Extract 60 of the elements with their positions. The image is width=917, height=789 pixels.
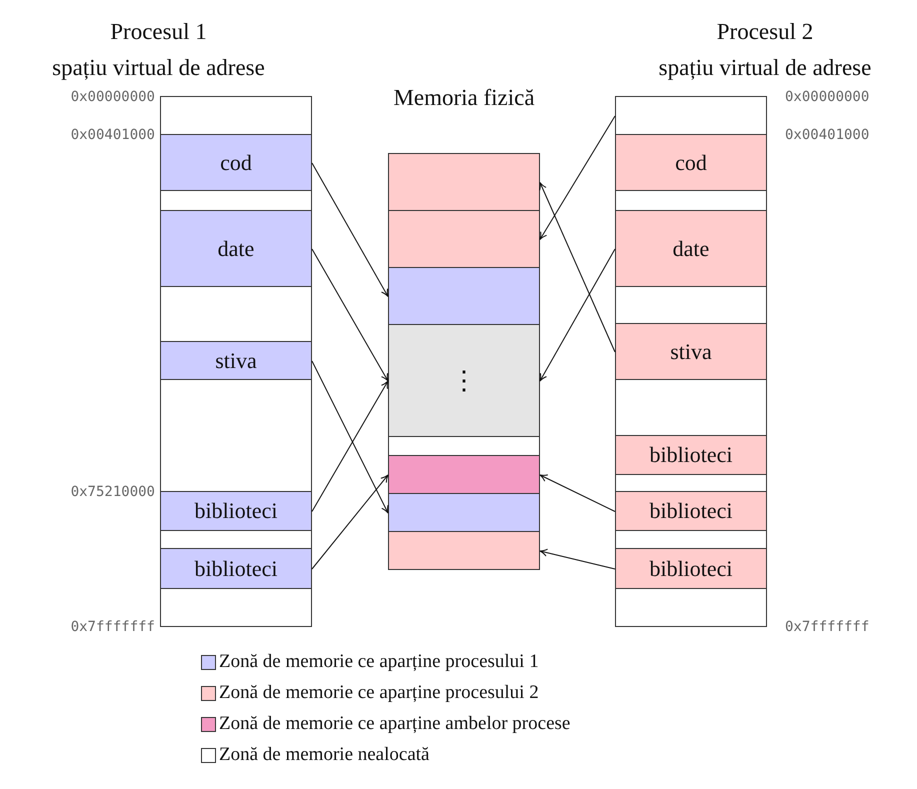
memory-segment (160, 491, 312, 531)
memory-segment (615, 96, 767, 135)
segment-label: stiva (670, 340, 712, 362)
segment-label: biblioteci (649, 558, 733, 580)
legend-text: Zonă de memorie ce aparține ambelor procese (219, 714, 570, 734)
column-heading: spațiu virtual de adrese (51, 56, 266, 79)
memory-segment (615, 286, 767, 324)
segment-label: biblioteci (194, 500, 278, 522)
segment-label: biblioteci (194, 558, 278, 580)
memory-segment (388, 267, 540, 325)
address-label: 0x00000000 (70, 90, 155, 104)
memory-segment (615, 491, 767, 531)
memory-segment (160, 379, 312, 492)
segment-label: date (218, 238, 254, 260)
memory-segment (615, 530, 767, 549)
address-label: 0x7fffffff (70, 620, 155, 634)
legend-text: Zonă de memorie nealocată (219, 745, 430, 765)
column-heading: Procesul 2 (716, 20, 814, 43)
memory-segment (615, 588, 767, 627)
memory-segment (160, 341, 312, 380)
memory-segment (160, 190, 312, 211)
column-heading: Procesul 1 (109, 20, 208, 43)
memory-segment (615, 548, 767, 589)
address-label: 0x00401000 (785, 128, 870, 142)
memory-segment (388, 210, 540, 268)
memory-segment (160, 588, 312, 627)
memory-segment (388, 455, 540, 494)
segment-label: biblioteci (649, 500, 733, 522)
memory-segment (615, 210, 767, 287)
memory-segment (615, 323, 767, 380)
segment-label: biblioteci (649, 444, 733, 466)
memory-segment (615, 474, 767, 492)
segment-label: date (672, 238, 710, 260)
segment-label: cod (675, 152, 707, 174)
ellipsis-mark: ⋮ (451, 368, 477, 394)
memory-segment (388, 493, 540, 532)
memory-segment (615, 379, 767, 436)
memory-segment (615, 134, 767, 191)
legend-text: Zonă de memorie ce aparține procesului 2 (219, 683, 539, 703)
legend-text: Zonă de memorie ce aparține procesului 1 (219, 652, 539, 672)
memory-segment (388, 153, 540, 211)
address-label: 0x75210000 (70, 485, 155, 499)
segment-label: cod (220, 152, 252, 174)
memory-segment (160, 548, 312, 589)
address-label: 0x7fffffff (785, 620, 870, 634)
address-label: 0x00401000 (70, 128, 155, 142)
segment-label: stiva (215, 350, 257, 372)
memory-segment (160, 530, 312, 549)
column-heading: Memoria fizică (392, 86, 536, 109)
memory-segment (615, 435, 767, 475)
memory-segment (388, 531, 540, 570)
memory-segment (615, 190, 767, 211)
memory-segment (160, 96, 312, 135)
address-label: 0x00000000 (785, 90, 870, 104)
memory-segment (388, 436, 540, 456)
memory-segment (160, 286, 312, 342)
column-heading: spațiu virtual de adrese (658, 56, 872, 79)
memory-segment (160, 210, 312, 287)
memory-segment (388, 324, 540, 437)
memory-segment (160, 134, 312, 191)
